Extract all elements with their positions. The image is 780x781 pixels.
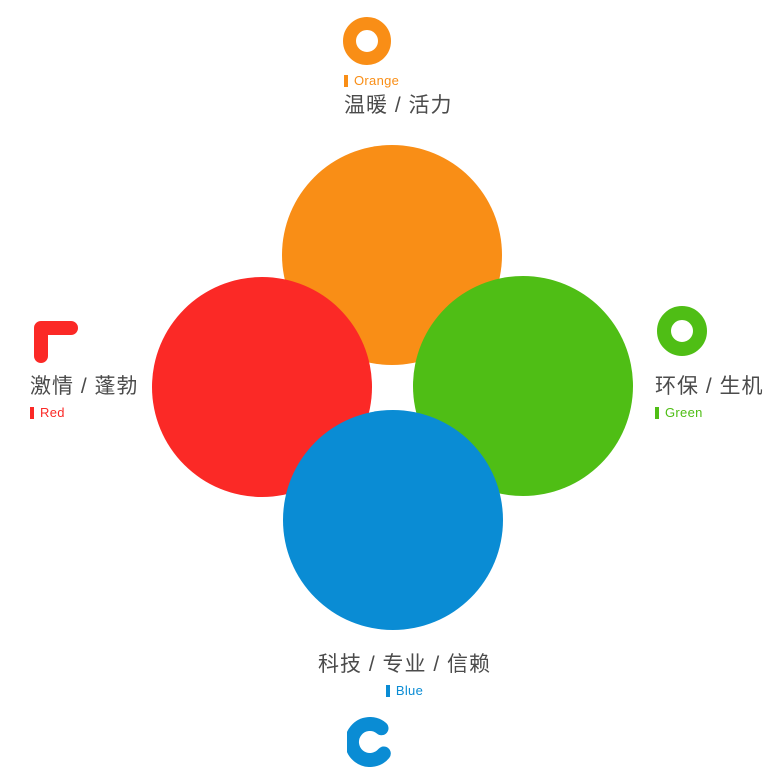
corner-bracket-icon-red — [31, 313, 81, 363]
en-label-blue: Blue — [395, 683, 424, 698]
cn-label-blue: 科技 / 专业 / 信赖 — [318, 653, 492, 676]
cn-label-red: 激情 / 蓬勃 — [30, 375, 139, 398]
en-label-row-orange: Orange — [344, 74, 453, 88]
en-label-row-green: Green — [655, 406, 764, 420]
label-block-green: 环保 / 生机 Green — [655, 374, 764, 420]
en-label-row-blue: Blue — [318, 684, 491, 698]
ring-icon-green-stroke — [657, 306, 707, 356]
en-label-red: Red — [40, 405, 65, 420]
label-block-red: 激情 / 蓬勃 Red — [30, 374, 139, 420]
cn-label-green: 环保 / 生机 — [655, 375, 764, 398]
en-label-orange: Orange — [354, 73, 400, 88]
label-block-orange: Orange 温暖 / 活力 — [344, 74, 453, 119]
ring-icon-orange-stroke — [343, 17, 391, 65]
accent-bar-orange — [344, 75, 348, 87]
en-label-row-red: Red — [30, 406, 139, 420]
open-ring-c-icon-blue — [344, 717, 397, 767]
accent-bar-green — [655, 407, 659, 419]
accent-bar-red — [30, 407, 34, 419]
corner-bracket-icon-red-stroke — [34, 321, 78, 363]
open-ring-c-icon-blue-stroke — [344, 717, 391, 767]
circle-blue — [283, 410, 503, 630]
label-block-blue: 科技 / 专业 / 信赖 Blue — [318, 652, 491, 698]
ring-icon-orange — [343, 17, 391, 65]
ring-icon-green — [657, 306, 707, 356]
cn-label-orange: 温暖 / 活力 — [344, 94, 453, 117]
accent-bar-blue — [385, 685, 390, 697]
en-label-green: Green — [665, 405, 703, 420]
